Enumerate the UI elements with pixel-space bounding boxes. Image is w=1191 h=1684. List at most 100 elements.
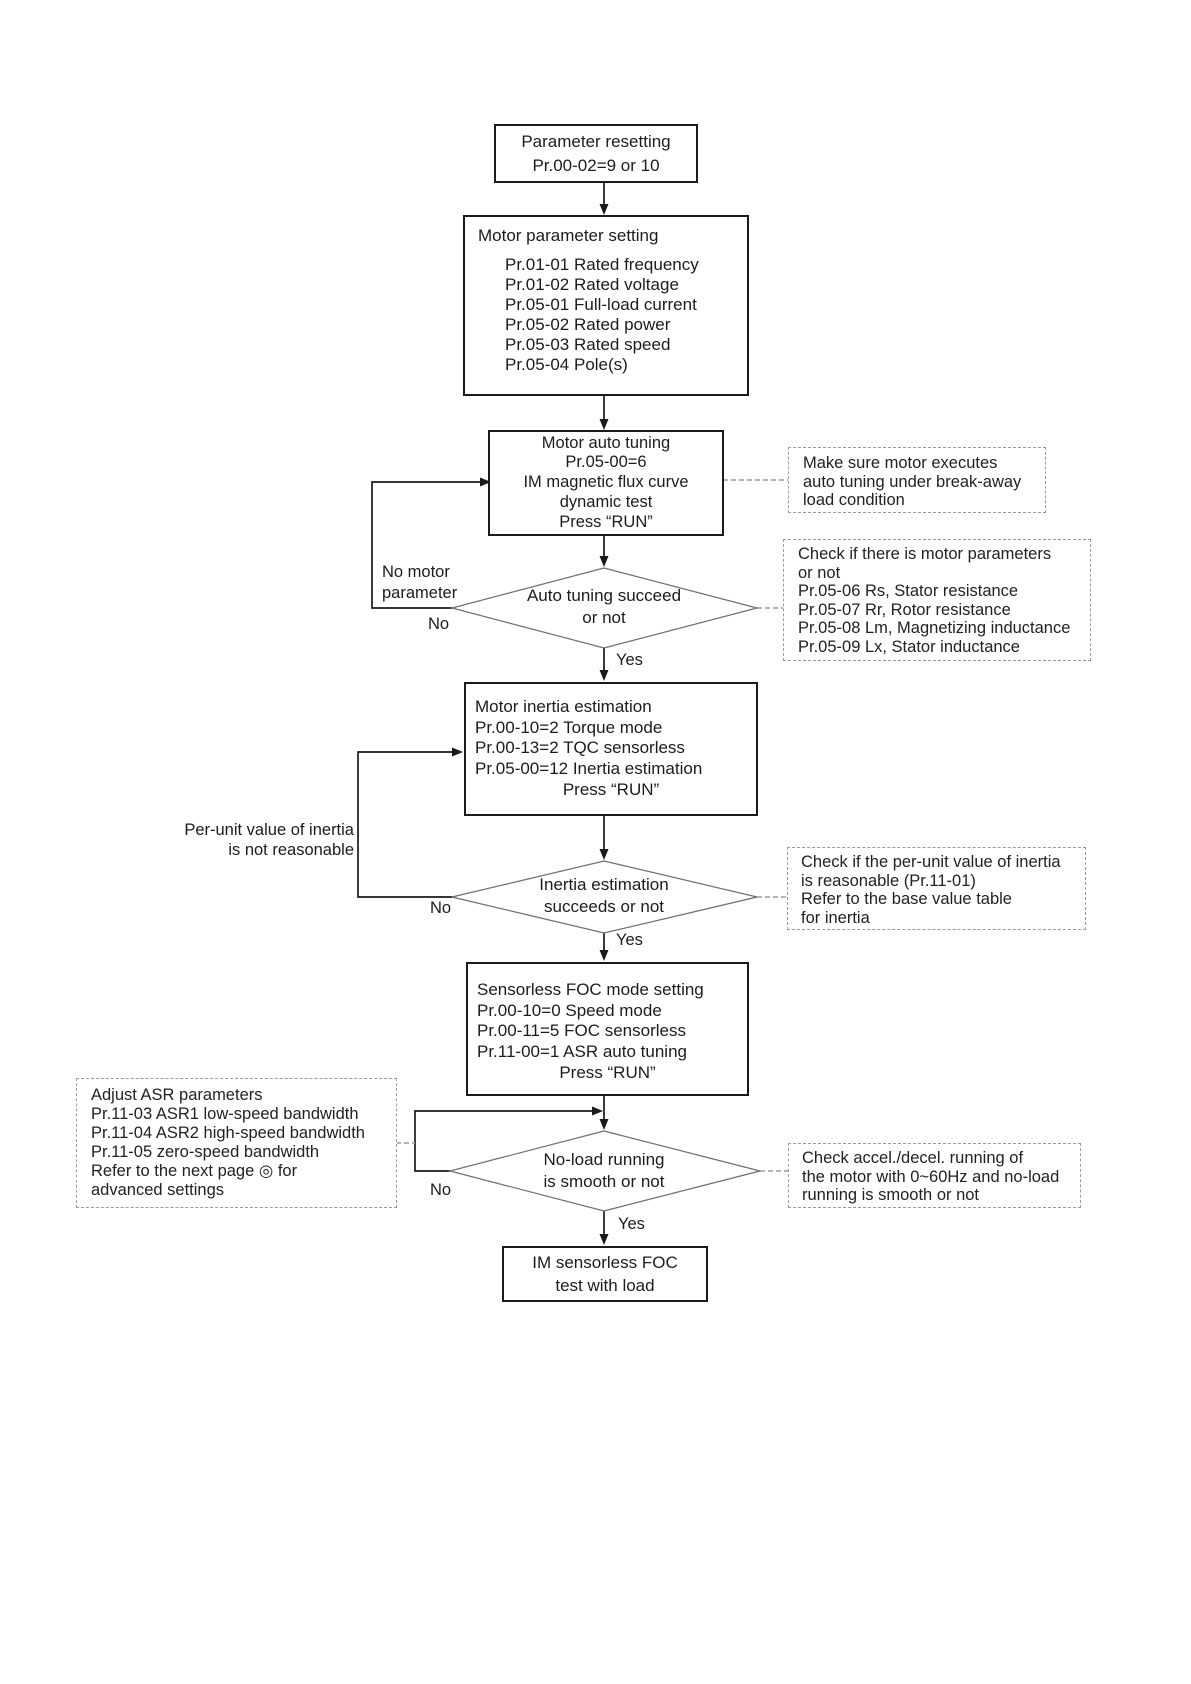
arrowhead-down-1: [599, 204, 609, 215]
note-line: Check if the per-unit value of inertia: [801, 853, 1061, 871]
solid-flow-lines: [357, 183, 605, 1235]
process-lines: Motor inertia estimation Pr.00-10=2 Torq…: [466, 697, 756, 779]
arrowhead-down-3: [599, 556, 609, 567]
note-line: Pr.05-06 Rs, Stator resistance: [798, 582, 1019, 601]
note-line: Make sure motor executes: [803, 454, 998, 472]
process-line: Pr.05-00=12 Inertia estimation: [475, 758, 703, 778]
label-per-unit-not-reasonable: Per-unit value of inertia is not reasona…: [150, 820, 354, 860]
process-line: Pr.00-02=9 or 10: [532, 155, 660, 175]
process-line: Pr.00-11=5 FOC sensorless: [477, 1021, 686, 1040]
loop-no-load-retry: [414, 1110, 593, 1172]
parameter-item: Pr.05-04 Pole(s): [505, 355, 628, 374]
process-line: dynamic test: [559, 492, 653, 511]
parameter-item: Pr.05-02 Rated power: [505, 315, 671, 334]
arrowhead-down-2: [599, 419, 609, 430]
process-line: IM sensorless FOC: [532, 1253, 678, 1272]
loop-inertia-not-reasonable: [357, 751, 453, 898]
note-line: Pr.11-05 zero-speed bandwidth: [91, 1143, 320, 1161]
process-lines: Sensorless FOC mode setting Pr.00-10=0 S…: [468, 980, 747, 1062]
note-line: is reasonable (Pr.11-01): [801, 871, 976, 890]
label-no-auto-tuning: No: [428, 615, 450, 633]
process-im-sensorless-foc-test: IM sensorless FOC test with load: [502, 1246, 708, 1302]
decision-no-load-label: No-load running is smooth or not: [472, 1149, 736, 1193]
label-no-inertia: No: [430, 899, 452, 917]
note-motor-parameters-check: Check if there is motor parameters or no…: [783, 539, 1091, 661]
arrowheads: [452, 204, 609, 1245]
process-line: Sensorless FOC mode setting: [477, 980, 704, 999]
process-motor-auto-tuning: Motor auto tuning Pr.05-00=6 IM magnetic…: [488, 430, 724, 536]
process-motor-parameter-setting: Motor parameter setting Pr.01-01 Rated f…: [463, 215, 749, 396]
diamond-no-load: [447, 1130, 761, 1212]
note-line: the motor with 0~60Hz and no-load: [802, 1167, 1060, 1186]
note-line: load condition: [803, 491, 905, 510]
decision-inertia-label: Inertia estimation succeeds or not: [472, 874, 736, 918]
arrowhead-right-1: [480, 477, 491, 487]
process-sensorless-foc-setting: Sensorless FOC mode setting Pr.00-10=0 S…: [466, 962, 749, 1096]
decision-line: Inertia estimation: [539, 875, 669, 894]
process-line: Motor auto tuning: [541, 433, 671, 452]
decision-line: No-load running: [543, 1150, 665, 1169]
label-line: No motor: [382, 563, 450, 581]
note-line: Refer to the base value table: [801, 890, 1012, 909]
decision-diamonds: [447, 567, 761, 1212]
label-no-no-load: No: [430, 1181, 452, 1199]
label-line: Per-unit value of inertia: [184, 821, 354, 839]
decision-line: is smooth or not: [543, 1172, 665, 1191]
arrowhead-down-4: [599, 670, 609, 681]
note-line: Pr.05-07 Rr, Rotor resistance: [798, 600, 1011, 619]
note-line: Adjust ASR parameters: [91, 1086, 263, 1104]
decision-auto-tuning-label: Auto tuning succeed or not: [472, 585, 736, 629]
label-yes-inertia: Yes: [616, 931, 643, 949]
process-line: test with load: [555, 1276, 655, 1295]
decision-line: Auto tuning succeed: [526, 586, 682, 605]
label-line: parameter: [382, 584, 458, 602]
parameter-item: Pr.01-01 Rated frequency: [505, 255, 699, 274]
note-line: for inertia: [801, 908, 870, 927]
label-line: is not reasonable: [228, 841, 354, 859]
note-line: Pr.05-09 Lx, Stator inductance: [798, 637, 1020, 656]
parameter-item: Pr.01-02 Rated voltage: [505, 275, 679, 294]
note-line: running is smooth or not: [802, 1186, 980, 1205]
process-line: Press “RUN”: [562, 780, 660, 799]
note-line: or not: [798, 563, 841, 582]
arrowhead-down-8: [599, 1234, 609, 1245]
arrowhead-down-6: [599, 950, 609, 961]
parameter-item: Pr.05-03 Rated speed: [505, 335, 671, 354]
note-line: Refer to the next page ◎ for: [91, 1162, 298, 1180]
arrowhead-down-5: [599, 849, 609, 860]
process-line: Press “RUN”: [559, 512, 653, 531]
decision-line: succeeds or not: [543, 897, 664, 916]
arrowhead-right-2: [452, 747, 463, 757]
note-line: advanced settings: [91, 1181, 225, 1199]
parameter-item: Pr.05-01 Full-load current: [505, 295, 697, 314]
process-motor-inertia-estimation: Motor inertia estimation Pr.00-10=2 Torq…: [464, 682, 758, 816]
note-line: Check accel./decel. running of: [802, 1149, 1024, 1167]
note-adjust-asr-parameters: Adjust ASR parameters Pr.11-03 ASR1 low-…: [76, 1078, 397, 1208]
process-line: Pr.00-10=0 Speed mode: [477, 1000, 662, 1020]
process-line: Pr.00-13=2 TQC sensorless: [475, 738, 685, 757]
process-line: Pr.11-00=1 ASR auto tuning: [477, 1041, 687, 1061]
process-parameter-resetting: Parameter resetting Pr.00-02=9 or 10: [494, 124, 698, 183]
note-line: Pr.05-08 Lm, Magnetizing inductance: [798, 619, 1071, 638]
note-line: Pr.11-03 ASR1 low-speed bandwidth: [91, 1105, 359, 1123]
note-accel-decel-check: Check accel./decel. running of the motor…: [788, 1143, 1081, 1208]
diamond-inertia: [451, 860, 758, 934]
dashed-note-connectors: [396, 479, 788, 1172]
note-inertia-value-check: Check if the per-unit value of inertia i…: [787, 847, 1086, 930]
note-line: Pr.11-04 ASR2 high-speed bandwidth: [91, 1124, 365, 1142]
process-line: Parameter resetting: [521, 131, 671, 151]
loop-no-motor-parameter: [371, 481, 481, 609]
note-line: Check if there is motor parameters: [798, 545, 1052, 563]
process-title: Motor parameter setting: [478, 226, 659, 245]
label-yes-auto-tuning: Yes: [616, 651, 643, 669]
diamond-auto-tuning: [449, 567, 760, 649]
note-break-away-load: Make sure motor executes auto tuning und…: [788, 447, 1046, 513]
note-line: auto tuning under break-away: [803, 472, 1022, 491]
arrowhead-right-3: [592, 1106, 603, 1116]
label-yes-no-load: Yes: [618, 1215, 645, 1233]
decision-line: or not: [582, 608, 626, 627]
arrowhead-down-7: [599, 1119, 609, 1130]
process-line: Motor inertia estimation: [475, 697, 652, 716]
